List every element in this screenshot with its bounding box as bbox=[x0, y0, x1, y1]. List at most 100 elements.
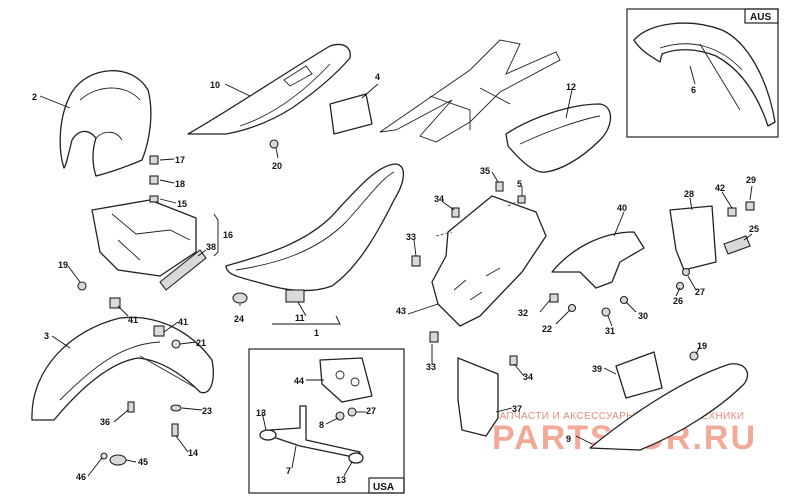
rear-mudflap-37 bbox=[457, 357, 499, 437]
callout-7: 7 bbox=[286, 466, 291, 476]
screw-32 bbox=[549, 293, 559, 303]
callout-33-lower: 33 bbox=[426, 362, 436, 372]
callout-22: 22 bbox=[542, 324, 552, 334]
callout-21: 21 bbox=[196, 338, 206, 348]
spacer-24 bbox=[232, 292, 248, 304]
screw-34b bbox=[509, 355, 518, 366]
callout-36: 36 bbox=[100, 417, 110, 427]
callout-10: 10 bbox=[210, 80, 220, 90]
aus-box-label: AUS bbox=[750, 12, 771, 23]
callout-35: 35 bbox=[480, 166, 490, 176]
callout-12: 12 bbox=[566, 82, 576, 92]
callout-13-top: 13 bbox=[256, 408, 266, 418]
rear-seat-cover-12 bbox=[505, 103, 612, 173]
leader-lines bbox=[39, 65, 753, 477]
nut-42 bbox=[727, 207, 737, 217]
callout-23: 23 bbox=[202, 406, 212, 416]
callout-44: 44 bbox=[294, 376, 304, 386]
reflector-13a bbox=[259, 429, 277, 441]
callout-13-bottom: 13 bbox=[336, 475, 346, 485]
plate-holder-usa bbox=[319, 357, 373, 403]
front-mudguard bbox=[31, 316, 214, 421]
callout-labels: 2 10 4 12 6 17 18 15 16 38 19 20 35 5 34… bbox=[32, 72, 759, 485]
headlight-bracket bbox=[91, 199, 197, 277]
side-number-plate-39 bbox=[615, 351, 663, 399]
usa-box-tag bbox=[368, 477, 405, 494]
callout-17: 17 bbox=[175, 155, 185, 165]
screw-35 bbox=[495, 181, 504, 192]
callout-33: 33 bbox=[406, 232, 416, 242]
main-seat bbox=[225, 163, 404, 292]
right-side-panel-9 bbox=[589, 363, 749, 451]
clip-33a bbox=[411, 255, 421, 267]
callout-26: 26 bbox=[673, 296, 683, 306]
callout-16: 16 bbox=[223, 230, 233, 240]
callout-19: 19 bbox=[58, 260, 68, 270]
screw-36 bbox=[127, 401, 135, 413]
rear-mudguard-aus bbox=[633, 22, 776, 127]
screw-21 bbox=[171, 339, 181, 349]
callout-27: 27 bbox=[695, 287, 705, 297]
callout-30: 30 bbox=[638, 311, 648, 321]
callout-27-usa: 27 bbox=[366, 406, 376, 416]
plate-holder-28 bbox=[669, 205, 717, 271]
callout-3: 3 bbox=[44, 331, 49, 341]
callout-11: 11 bbox=[295, 313, 305, 323]
clip-33b bbox=[429, 331, 439, 343]
reflector-25 bbox=[723, 235, 751, 255]
callout-9: 9 bbox=[566, 434, 571, 444]
screw-14 bbox=[171, 423, 179, 437]
callout-39: 39 bbox=[592, 364, 602, 374]
washer-23 bbox=[170, 404, 182, 412]
spacer-18 bbox=[149, 175, 159, 185]
callout-38: 38 bbox=[206, 242, 216, 252]
callout-40: 40 bbox=[617, 203, 627, 213]
callout-43: 43 bbox=[396, 306, 406, 316]
rear-subframe bbox=[379, 39, 561, 143]
callout-42: 42 bbox=[715, 183, 725, 193]
rear-mudguard-43 bbox=[431, 195, 547, 327]
callout-45: 45 bbox=[138, 457, 148, 467]
callout-37: 37 bbox=[512, 404, 522, 414]
callout-14: 14 bbox=[188, 448, 198, 458]
callout-4: 4 bbox=[375, 72, 380, 82]
screw-31 bbox=[601, 307, 611, 317]
reflector-13b bbox=[348, 452, 364, 464]
clip-41b bbox=[153, 325, 165, 337]
aus-box-tag bbox=[744, 8, 779, 24]
seat-bumper-11 bbox=[285, 289, 305, 303]
screw-29 bbox=[745, 201, 755, 211]
screw-17 bbox=[149, 155, 159, 165]
screw-46 bbox=[100, 452, 108, 460]
aus-detail-box: AUS bbox=[626, 8, 779, 138]
callout-6: 6 bbox=[691, 85, 696, 95]
usa-box-label: USA bbox=[373, 482, 394, 493]
callout-34-lower: 34 bbox=[523, 372, 533, 382]
callout-1: 1 bbox=[314, 328, 319, 338]
washer-27b bbox=[347, 407, 357, 417]
callout-18: 18 bbox=[175, 179, 185, 189]
clip-41a bbox=[109, 297, 121, 309]
clamp-45 bbox=[109, 454, 127, 466]
spacer-30 bbox=[619, 295, 629, 305]
hardware bbox=[77, 139, 755, 466]
left-side-panel bbox=[187, 43, 351, 135]
nut-15 bbox=[149, 195, 159, 203]
reflector-bracket bbox=[269, 405, 361, 459]
screw-20 bbox=[269, 139, 279, 149]
usa-detail-box: USA bbox=[248, 348, 405, 494]
watermark-subtitle: ЗАПЧАСТИ И АКСЕССУАРЫ ДЛЯ МОТОТЕХНИКИ bbox=[493, 411, 744, 422]
callout-2: 2 bbox=[32, 92, 37, 102]
usa-box-frame bbox=[248, 348, 405, 494]
side-number-plate-4 bbox=[329, 93, 373, 135]
callout-5: 5 bbox=[517, 179, 522, 189]
spacer-5 bbox=[517, 195, 526, 204]
aus-box-frame bbox=[626, 8, 779, 138]
reflector-strip-38 bbox=[159, 249, 207, 291]
rear-bracket-40 bbox=[551, 231, 645, 289]
headlight-fairing bbox=[59, 70, 152, 177]
nut-26 bbox=[675, 281, 685, 291]
callout-41-right: 41 bbox=[178, 317, 188, 327]
callout-24: 24 bbox=[234, 314, 244, 324]
